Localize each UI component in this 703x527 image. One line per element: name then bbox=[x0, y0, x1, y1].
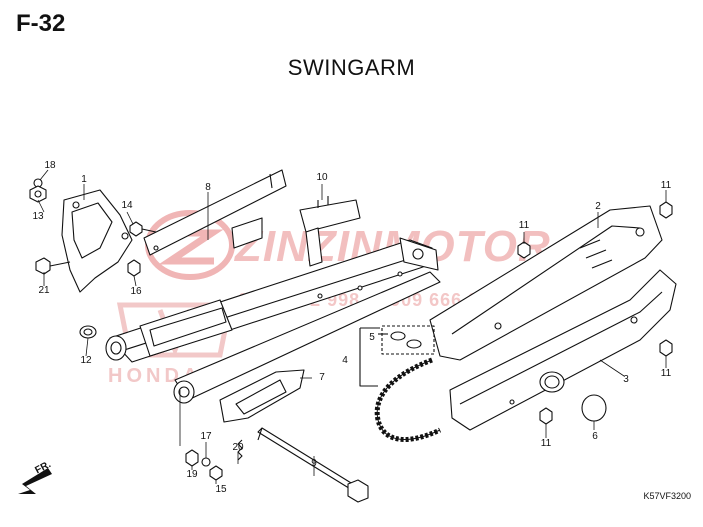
callout-21: 21 bbox=[38, 285, 50, 296]
callout-5: 5 bbox=[369, 332, 375, 343]
part-21-bolt bbox=[35, 257, 71, 275]
callout-11-bottom: 11 bbox=[540, 438, 552, 449]
callout-19: 19 bbox=[186, 469, 198, 480]
callout-15: 15 bbox=[215, 484, 227, 495]
part-11-bolt-c bbox=[659, 339, 673, 357]
callout-17: 17 bbox=[200, 431, 212, 442]
diagram-code: K57VF3200 bbox=[643, 491, 691, 501]
part-9-axle bbox=[257, 427, 369, 503]
part-17-washer bbox=[201, 457, 211, 467]
part-10-bracket bbox=[299, 196, 361, 233]
svg-text:HONDA: HONDA bbox=[108, 365, 201, 387]
callout-11-middle: 11 bbox=[518, 220, 530, 231]
part-13-nut bbox=[29, 185, 47, 203]
part-11-bolt-d bbox=[539, 407, 553, 425]
callout-16: 16 bbox=[130, 286, 142, 297]
leader-lines bbox=[37, 169, 667, 484]
page-code: F-32 bbox=[16, 10, 66, 37]
callout-13: 13 bbox=[32, 211, 44, 222]
callout-20: 20 bbox=[232, 442, 244, 453]
part-7-chain-slider bbox=[219, 369, 305, 423]
part-4-drive-chain bbox=[374, 357, 442, 442]
part-15-nut bbox=[209, 465, 223, 481]
part-1-bracket-plate bbox=[61, 189, 133, 293]
part-2-chain-case-upper bbox=[429, 205, 663, 361]
callout-7: 7 bbox=[319, 372, 325, 383]
callout-11-right: 11 bbox=[660, 368, 672, 379]
part-4-bracket-line bbox=[359, 328, 378, 387]
part-16-nut bbox=[127, 259, 141, 277]
swingarm-frame bbox=[105, 217, 441, 404]
part-3-chain-case-lower bbox=[449, 269, 677, 431]
part-20-spring bbox=[237, 439, 243, 461]
part-12-collar bbox=[79, 325, 97, 339]
callout-6: 6 bbox=[592, 431, 598, 442]
part-8-guide-bar bbox=[143, 169, 287, 256]
callout-18: 18 bbox=[44, 160, 56, 171]
part-5-link-box bbox=[381, 325, 435, 355]
diagram-title: SWINGARM bbox=[287, 55, 416, 80]
front-arrow-icon bbox=[18, 468, 52, 494]
callout-1: 1 bbox=[81, 174, 87, 185]
callout-10: 10 bbox=[316, 172, 328, 183]
part-6-cap bbox=[581, 394, 607, 422]
callout-8: 8 bbox=[205, 182, 211, 193]
callout-9: 9 bbox=[311, 458, 317, 469]
part-14-screw bbox=[129, 221, 157, 237]
callout-3: 3 bbox=[623, 374, 629, 385]
part-11-bolt-a bbox=[659, 201, 673, 219]
part-5-master-link bbox=[390, 331, 422, 349]
callout-12: 12 bbox=[80, 355, 92, 366]
callout-14: 14 bbox=[121, 200, 133, 211]
part-11-bolt-b bbox=[517, 241, 531, 259]
callout-2: 2 bbox=[595, 201, 601, 212]
part-19-nut bbox=[185, 449, 199, 467]
callout-11-top-right: 11 bbox=[660, 180, 672, 191]
callout-4: 4 bbox=[342, 355, 348, 366]
